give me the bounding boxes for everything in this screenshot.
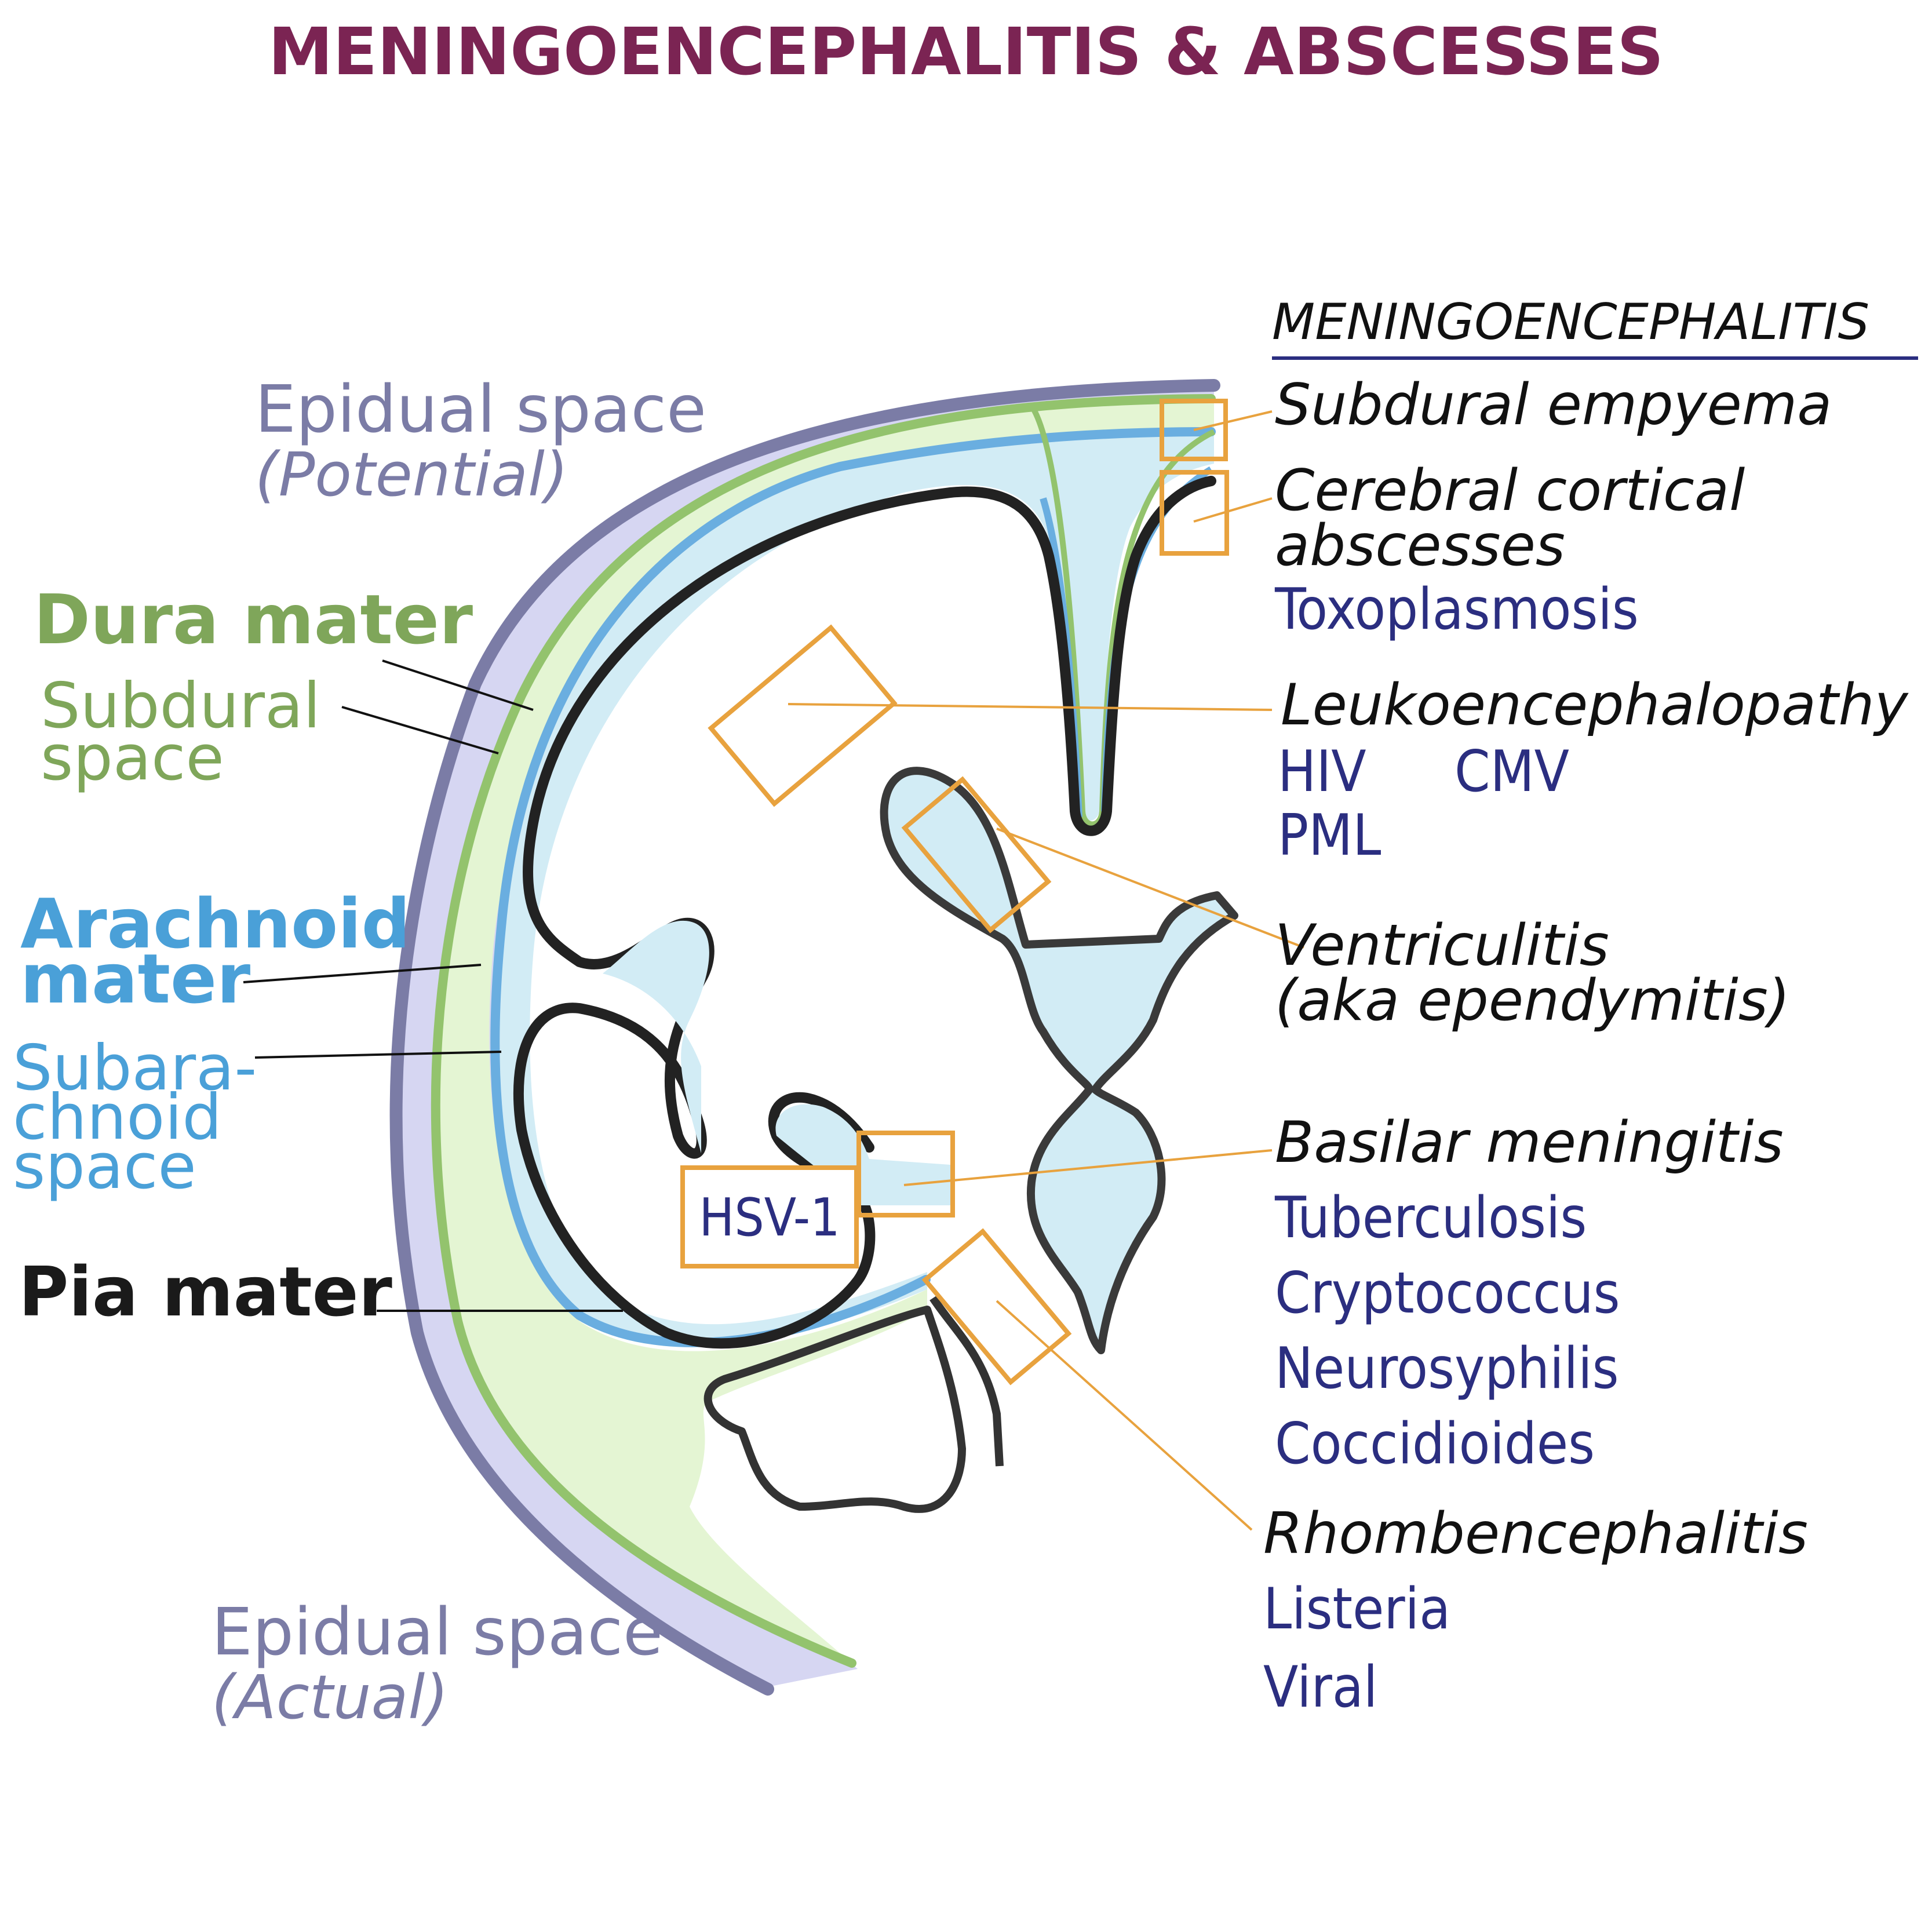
label-pia-mater: Pia mater [19, 1252, 392, 1332]
subarachnoid-space-fill [492, 429, 1215, 1343]
label-rhombencephalitis: Rhombencephalitis [1263, 1501, 1808, 1567]
box-leukoencephalopathy [708, 624, 898, 807]
label-epidural-potential: Epidual space [255, 372, 706, 447]
subdural-space-fill [435, 400, 1215, 1666]
label-ventriculitis-2: (aka ependymitis) [1275, 968, 1790, 1034]
dura-mater-line [431, 394, 1216, 1668]
label-dura-mater: Dura mater [34, 579, 473, 659]
third-ventricle [880, 767, 1238, 1354]
falx-dura-line [1029, 404, 1216, 828]
label-arachnoid-2: mater [20, 939, 250, 1019]
hsv-1-label: HSV-1 [699, 1187, 840, 1248]
page-title: MENINGOENCEPHALITIS & ABSCESSES [268, 14, 1664, 90]
epidural-outer-line [389, 379, 1220, 1696]
box-subdural-empyema [1160, 399, 1228, 461]
organism-listeria: Listeria [1263, 1576, 1450, 1642]
label-cortical-abscess-2: abscesses [1275, 513, 1565, 579]
box-hsv-1 [680, 1165, 859, 1268]
label-subdural-2: space [41, 722, 224, 794]
organism-tuberculosis: Tuberculosis [1274, 1185, 1587, 1251]
organism-cryptococcus: Cryptococcus [1275, 1260, 1620, 1326]
label-basilar-meningitis: Basilar meningitis [1275, 1110, 1784, 1176]
label-cortical-abscess-1: Cerebral cortical [1275, 458, 1745, 524]
organism-neurosyphilis: Neurosyphilis [1275, 1336, 1619, 1402]
label-epidural-actual: Epidual space [212, 1595, 663, 1670]
label-subarachnoid-3: space [13, 1131, 196, 1203]
organism-viral: Viral [1263, 1654, 1377, 1720]
box-ventriculitis [901, 776, 1052, 934]
label-epidural-potential-note: (Potential) [255, 439, 568, 510]
black-leader-lines [243, 659, 623, 1312]
organism-hiv: HIV [1278, 739, 1366, 805]
lateral-ventricle [603, 920, 709, 1153]
organism-pml: PML [1278, 803, 1381, 869]
label-subdural-empyema: Subdural empyema [1275, 372, 1832, 438]
organism-cmv: CMV [1455, 739, 1569, 805]
organism-coccidioides: Coccidioides [1275, 1411, 1595, 1477]
label-ventriculitis-1: Ventriculitis [1275, 913, 1609, 979]
label-leukoencephalopathy: Leukoencephalopathy [1281, 672, 1909, 738]
temporal-horn [775, 1104, 950, 1205]
label-subarachnoid-1: Subara- [13, 1032, 257, 1104]
right-heading: MENINGOENCEPHALITIS [1272, 293, 1869, 351]
organism-toxoplasmosis: Toxoplasmosis [1274, 577, 1639, 643]
box-rhombencephalitis [921, 1228, 1072, 1386]
orange-leader-lines [788, 410, 1304, 1531]
brainstem-outline [703, 1296, 1004, 1513]
label-subdural-1: Subdural [41, 670, 320, 742]
label-arachnoid-1: Arachnoid [20, 884, 410, 964]
arachnoid-mater-line [490, 427, 1216, 1347]
label-subarachnoid-2: chnoid [13, 1081, 222, 1154]
label-epidural-actual-note: (Actual) [212, 1662, 449, 1733]
